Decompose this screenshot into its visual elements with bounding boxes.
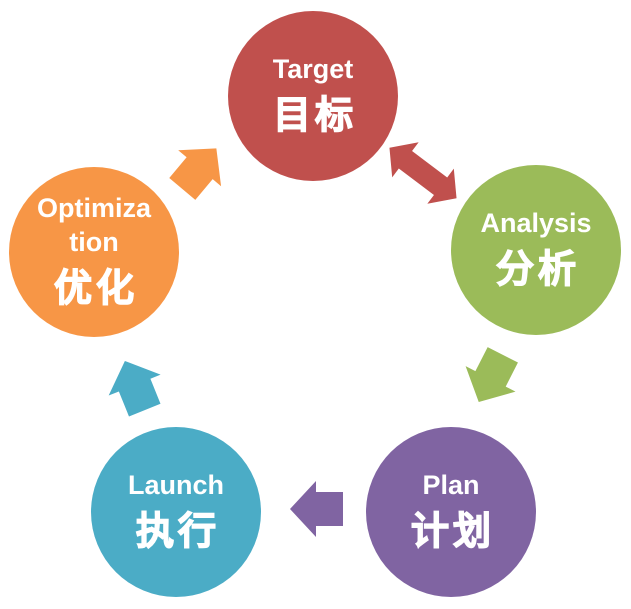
step-label-zh: 优化 [53,267,138,310]
arrow-optimization-target [169,148,222,200]
step-label-zh: 执行 [135,510,220,554]
step-label-en: Target [272,54,354,85]
block-arrow-icon [290,481,343,537]
arrow-launch-optimization [108,360,161,417]
double-arrow-icon [389,142,457,204]
step-circle-target: Target 目标 [228,11,398,181]
step-circle-analysis: Analysis 分析 [451,165,621,335]
step-label-en: Optimiza [36,193,151,224]
block-arrow-icon [108,360,161,417]
step-circle-optimization: Optimiza tion 优化 [9,167,179,337]
step-label-en: Launch [127,470,224,501]
arrow-target-analysis [389,142,457,204]
step-label-en: Plan [422,470,480,501]
block-arrow-icon [465,347,518,403]
arrow-plan-launch [290,481,343,537]
step-circle-launch: Launch 执行 [91,427,261,597]
step-label-zh: 计划 [410,510,495,554]
block-arrow-icon [169,148,222,200]
arrow-analysis-plan [465,347,518,403]
step-label-en: tion [69,227,119,258]
step-label-en: Analysis [480,208,592,239]
step-label-zh: 目标 [272,94,357,138]
step-circle-plan: Plan 计划 [366,427,536,597]
step-label-zh: 分析 [495,248,580,292]
